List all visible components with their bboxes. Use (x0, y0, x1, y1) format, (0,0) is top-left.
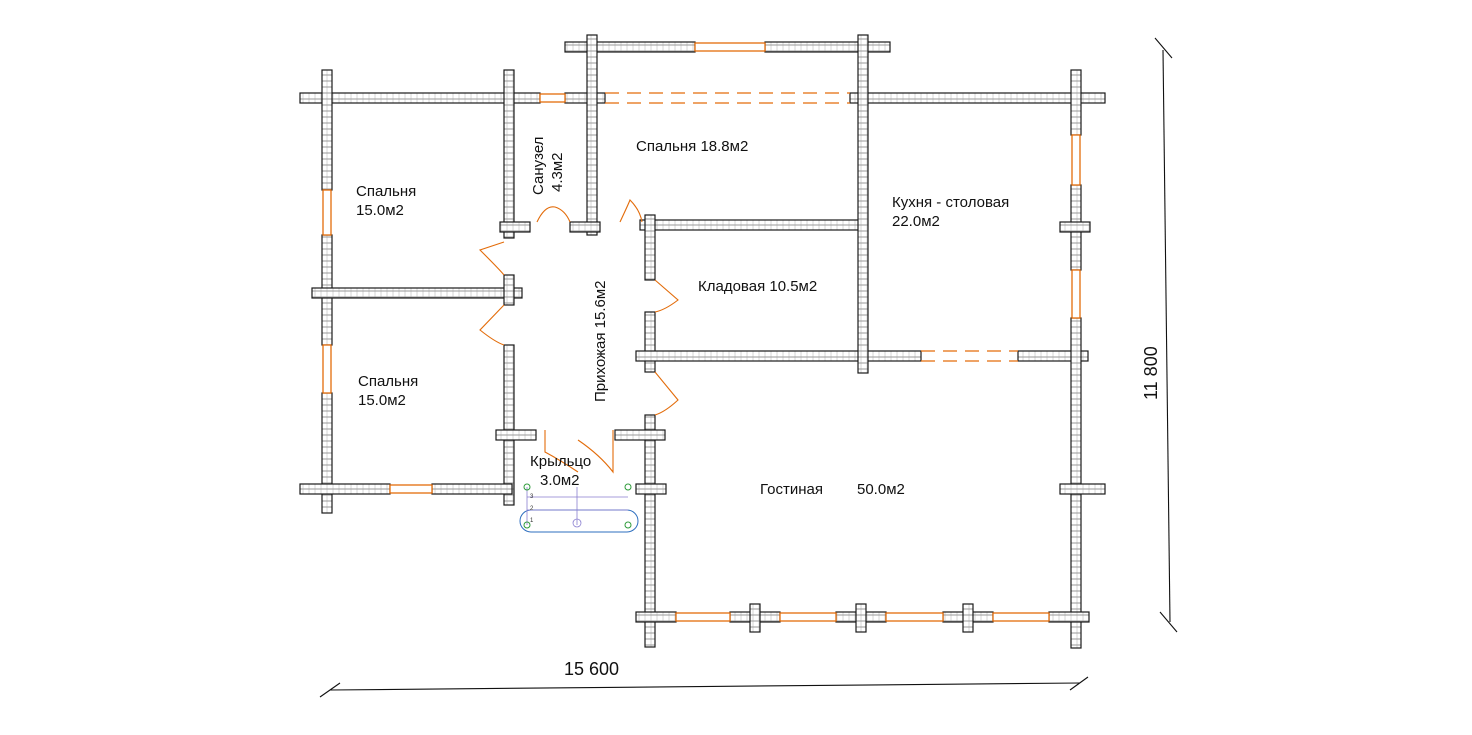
dimension-lines (319, 37, 1178, 698)
wall-storage-west-lower (644, 311, 656, 373)
wall-south-e (1048, 611, 1090, 623)
window-south-west (389, 484, 433, 494)
window-living-c (885, 612, 944, 622)
room-porch-name: Крыльцо (530, 453, 591, 470)
wall-east-c (1070, 317, 1082, 649)
room-bedroom-north-label: Спальня 18.8м2 (636, 138, 748, 155)
room-kitchen-area: 22.0м2 (892, 213, 940, 230)
wall-kitchen-west (857, 34, 869, 374)
wall-east-a (1070, 69, 1082, 136)
door-storage (654, 279, 679, 313)
wall-bedroom-sw-east (503, 344, 515, 506)
wall-storage-south (635, 350, 922, 362)
stair-node-b (624, 483, 632, 491)
door-living (654, 371, 679, 416)
room-living-area: 50.0м2 (857, 481, 905, 498)
room-bedroom-sw-area: 15.0м2 (358, 392, 406, 409)
wall-top-mid (564, 92, 606, 104)
wall-south-post-b (749, 603, 761, 633)
window-kitchen-b (1071, 269, 1081, 319)
wall-south-west-b (431, 483, 513, 495)
window-living-a (675, 612, 731, 622)
door-bedroom-nw (478, 241, 505, 276)
door-bedroom-sw (479, 304, 505, 346)
wall-north-left (564, 41, 696, 53)
window-living-b (779, 612, 837, 622)
stair-step-1: 1 (530, 518, 534, 524)
window-living-d (992, 612, 1050, 622)
wall-living-west-post (635, 483, 667, 495)
window-north (694, 42, 766, 52)
stair-node-c (523, 521, 531, 529)
wall-bedrooms-divider (311, 287, 523, 299)
wall-south-post-c (855, 603, 867, 633)
dim-line-width (329, 682, 1081, 691)
room-hallway-label: Прихожая 15.6м2 (592, 280, 609, 402)
wall-bath-south-b (569, 221, 601, 233)
stair-step-3: 3 (530, 494, 534, 500)
room-bedroom-nw-name: Спальня (356, 183, 416, 200)
wall-top-right (849, 92, 1106, 104)
wall-bath-south-a (499, 221, 531, 233)
stair-node-a (523, 483, 531, 491)
wall-bath-west (503, 69, 515, 239)
wall-south-a (635, 611, 677, 623)
wall-living-north-east (1017, 350, 1089, 362)
room-bedroom-nw-area: 15.0м2 (356, 202, 404, 219)
dim-ticks-height (1154, 37, 1178, 633)
wall-south-west-a (299, 483, 391, 495)
window-bedroom-sw (322, 344, 332, 394)
openings (322, 42, 1081, 622)
dimension-width: 15 600 (564, 659, 619, 679)
wall-living-west (644, 414, 656, 648)
stair-step-2: 2 (530, 506, 534, 512)
wall-porch-west-stub (495, 429, 537, 441)
wall-north-right (764, 41, 891, 53)
passage-living-kitchen (921, 350, 1018, 362)
wall-south-post-d (962, 603, 974, 633)
door-bedroom-north (619, 199, 643, 223)
window-bedroom-nw (322, 189, 332, 236)
stair-steps (526, 487, 628, 525)
room-bathroom-area: 4.3м2 (549, 152, 566, 192)
window-kitchen-a (1071, 134, 1081, 186)
dim-line-height (1162, 49, 1171, 623)
window-bath (539, 93, 566, 103)
room-living-name: Гостиная (760, 481, 823, 498)
door-entrance (544, 430, 614, 474)
dim-ticks-width (319, 676, 1089, 698)
room-kitchen-name: Кухня - столовая (892, 194, 1009, 211)
wall-porch-east-stub (614, 429, 666, 441)
door-bathroom (536, 206, 571, 223)
wall-bedrooms-post (503, 274, 515, 306)
wall-west-lower (321, 392, 333, 514)
room-porch-area: 3.0м2 (540, 472, 580, 489)
dimension-height: 11 800 (1141, 346, 1161, 400)
stair-center-node (572, 518, 582, 528)
stair-outline (519, 509, 639, 533)
wall-west-upper (321, 69, 333, 191)
wall-bath-east (586, 34, 598, 236)
room-storage-label: Кладовая 10.5м2 (698, 278, 817, 295)
wall-storage-west-upper (644, 214, 656, 281)
wall-east-post-a (1059, 221, 1091, 233)
wall-storage-north (639, 219, 866, 231)
room-labels: Спальня 15.0м2 Санузел 4.3м2 Спальня 18.… (356, 137, 1009, 498)
walls (299, 34, 1106, 649)
room-bathroom-name: Санузел (530, 137, 547, 195)
porch-stairs: 3 2 1 (519, 483, 639, 533)
wall-east-post-b (1059, 483, 1106, 495)
passage-bedroom-north (605, 92, 850, 104)
room-bedroom-sw-name: Спальня (358, 373, 418, 390)
stair-node-d (624, 521, 632, 529)
